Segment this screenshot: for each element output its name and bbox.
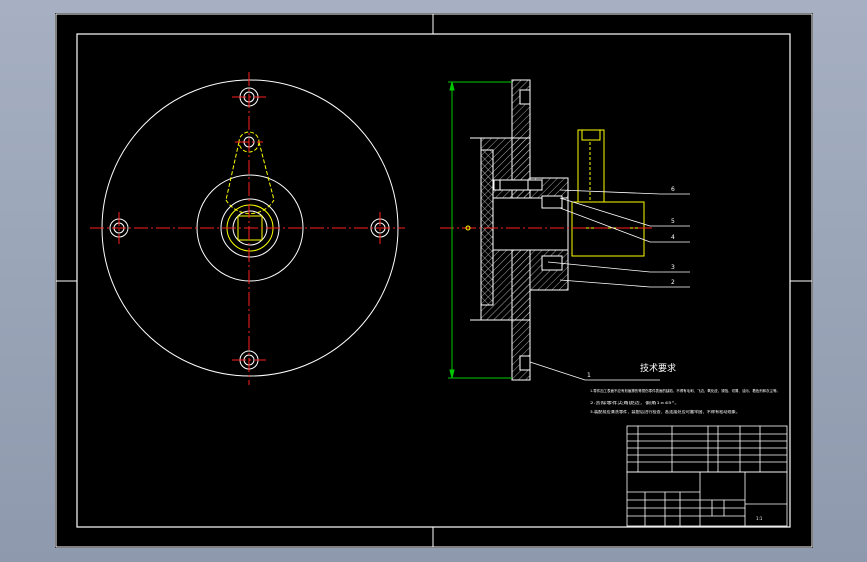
- callout-labels: 6 5 4 3 2 1: [587, 186, 675, 379]
- scale-text: 1:1: [756, 516, 763, 521]
- note-3: 3.装配前应清洗零件，装配后进行检查，各连接处应可靠牢固，不得有松动现象。: [590, 409, 740, 414]
- note-2: 2.去除零件尖角锐边，倒角1×45°。: [590, 400, 680, 405]
- note-1: 1.零件加工表面不应有划痕擦伤等损伤零件表面的缺陷，不得有毛刺、飞边、氧化皮、锈…: [590, 388, 780, 393]
- parts-list: [626, 425, 788, 473]
- section-view: [470, 79, 645, 381]
- dimension-height: [448, 81, 512, 379]
- frame-ticks: [56, 14, 812, 547]
- callout-leaders: [529, 189, 690, 381]
- tech-requirements-title: 技术要求: [640, 362, 676, 374]
- tech-notes: 1.零件加工表面不应有划痕擦伤等损伤零件表面的缺陷，不得有毛刺、飞边、氧化皮、锈…: [590, 388, 780, 414]
- callout-1: 1: [587, 372, 591, 379]
- callout-6: 6: [671, 186, 675, 193]
- center-mark: [465, 225, 471, 231]
- callout-2: 2: [671, 279, 675, 286]
- callout-5: 5: [671, 218, 675, 225]
- title-block: [626, 471, 788, 527]
- model-space[interactable]: [55, 13, 813, 548]
- front-centerlines: [90, 72, 405, 385]
- callout-3: 3: [671, 264, 675, 271]
- callout-4: 4: [671, 234, 675, 241]
